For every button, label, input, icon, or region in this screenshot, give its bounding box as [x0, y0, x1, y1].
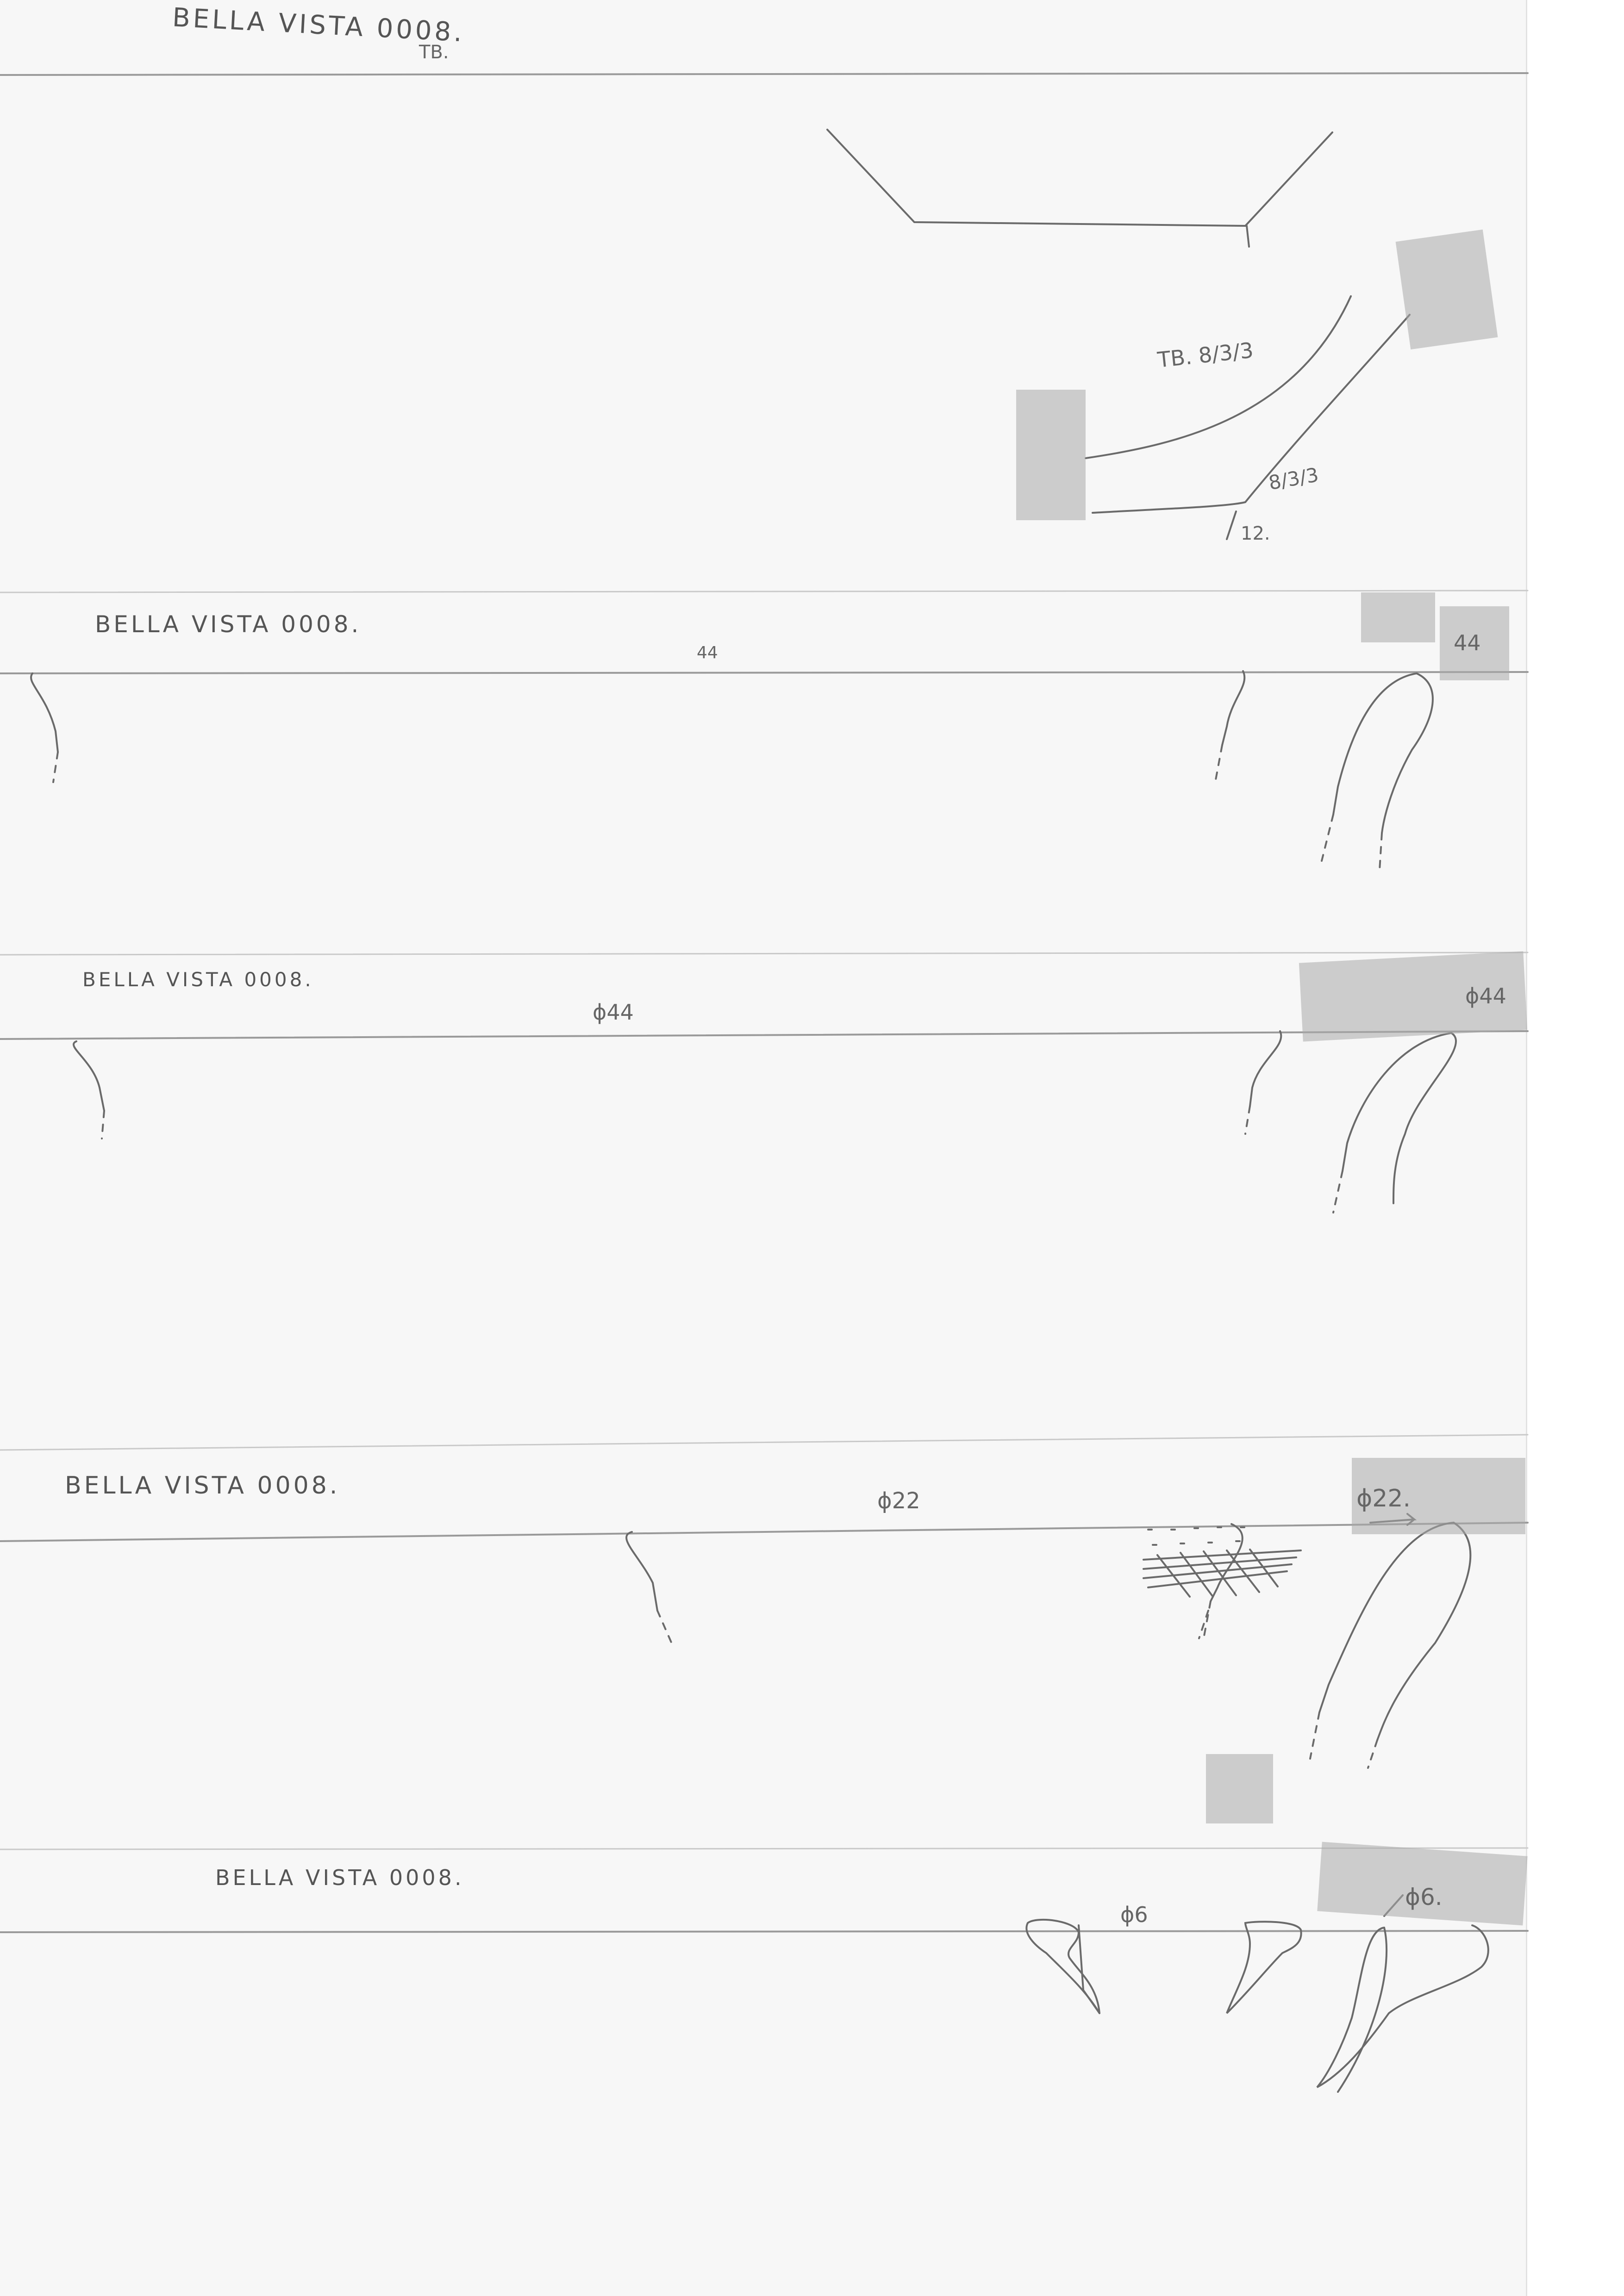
note-diameter-4-section: ϕ22.	[1356, 1485, 1411, 1512]
strip-label-2: BELLA VISTA 0008.	[95, 611, 362, 638]
strip-divider-2	[0, 952, 1529, 956]
rim-section-4-outer	[1318, 1522, 1455, 1713]
rim-rule-4	[0, 1522, 1529, 1542]
tape-piece	[1206, 1754, 1273, 1823]
note-diameter-4: ϕ22	[877, 1488, 920, 1514]
rim-section-2-outer	[1332, 672, 1418, 815]
rim-rule-2	[0, 671, 1529, 674]
tape-piece	[1440, 606, 1509, 680]
tape-piece	[1352, 1458, 1525, 1534]
sherd-outline-outer	[1085, 295, 1352, 459]
rim-rule-1	[0, 72, 1529, 76]
note-diameter-2: 44	[697, 643, 718, 662]
note-diameter-5: ϕ6	[1120, 1902, 1148, 1927]
rim-profile-2a	[30, 672, 59, 753]
strip-divider-1	[0, 590, 1529, 593]
lug-section-5	[1316, 1924, 1489, 2088]
lug-profile-5b	[1226, 1921, 1302, 2014]
incised-decoration	[1143, 1526, 1302, 1598]
sherd-outline-inner	[1092, 314, 1411, 514]
rim-section-4-inner	[1376, 1522, 1472, 1741]
note-diameter-2-section: 44	[1454, 630, 1481, 655]
rim-profile-2b	[1221, 670, 1246, 746]
pointer-arrow-1	[1246, 225, 1250, 248]
base-profile	[826, 129, 1333, 227]
tape-piece	[1361, 592, 1435, 642]
right-margin	[1526, 0, 1624, 2296]
rim-section-3-inner	[1393, 1032, 1457, 1204]
strip-label-3: BELLA VISTA 0008.	[82, 968, 314, 991]
pointer-arrow-2	[1226, 510, 1237, 540]
lug-profile-5a	[1025, 1918, 1100, 2014]
note-diameter-3-section: ϕ44	[1465, 983, 1506, 1008]
tape-piece	[1016, 390, 1086, 520]
strip-divider-3	[0, 1434, 1529, 1451]
tape-piece	[1395, 229, 1498, 350]
rim-profile-3a	[73, 1040, 105, 1112]
note-diameter-5-section: ϕ6.	[1405, 1884, 1443, 1910]
note-tb: TB.	[419, 42, 449, 63]
strip-divider-4	[0, 1847, 1529, 1850]
rim-section-3-outer	[1342, 1032, 1452, 1172]
rim-profile-4a	[625, 1531, 658, 1612]
rim-rule-5	[0, 1930, 1529, 1933]
rim-rule-3	[0, 1030, 1529, 1040]
rim-profile-3b	[1249, 1030, 1282, 1107]
strip-label-4: BELLA VISTA 0008.	[65, 1472, 340, 1500]
note-diameter-3: ϕ44	[593, 1000, 634, 1025]
note-12: 12.	[1241, 523, 1270, 544]
strip-label-5: BELLA VISTA 0008.	[215, 1865, 464, 1890]
rim-section-2-inner	[1381, 672, 1434, 834]
